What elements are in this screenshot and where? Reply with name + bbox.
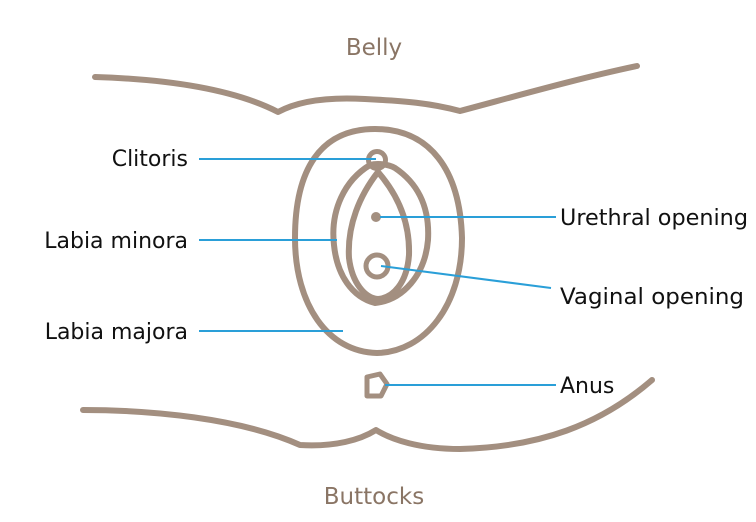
vaginal-opening-label: Vaginal opening — [560, 285, 744, 310]
belly-caption: Belly — [346, 35, 402, 61]
labia-majora-outline — [292, 126, 465, 356]
labia-minora-label: Labia minora — [44, 229, 188, 254]
leader-lines — [199, 158, 556, 386]
clitoris-label: Clitoris — [112, 147, 188, 172]
anus-label: Anus — [560, 374, 614, 399]
anatomy-outline — [80, 63, 655, 452]
belly-contour — [92, 63, 640, 115]
anus-shape — [364, 371, 390, 399]
buttocks-caption: Buttocks — [324, 484, 424, 510]
buttocks-contour — [80, 377, 655, 452]
vaginal-opening-leader — [380, 265, 552, 289]
urethral-opening-shape — [371, 212, 381, 222]
labia-minora-outline — [330, 161, 432, 306]
labia-majora-label: Labia majora — [45, 320, 188, 345]
urethral-opening-label: Urethral opening — [560, 206, 748, 231]
vestibule-outline — [345, 169, 413, 302]
